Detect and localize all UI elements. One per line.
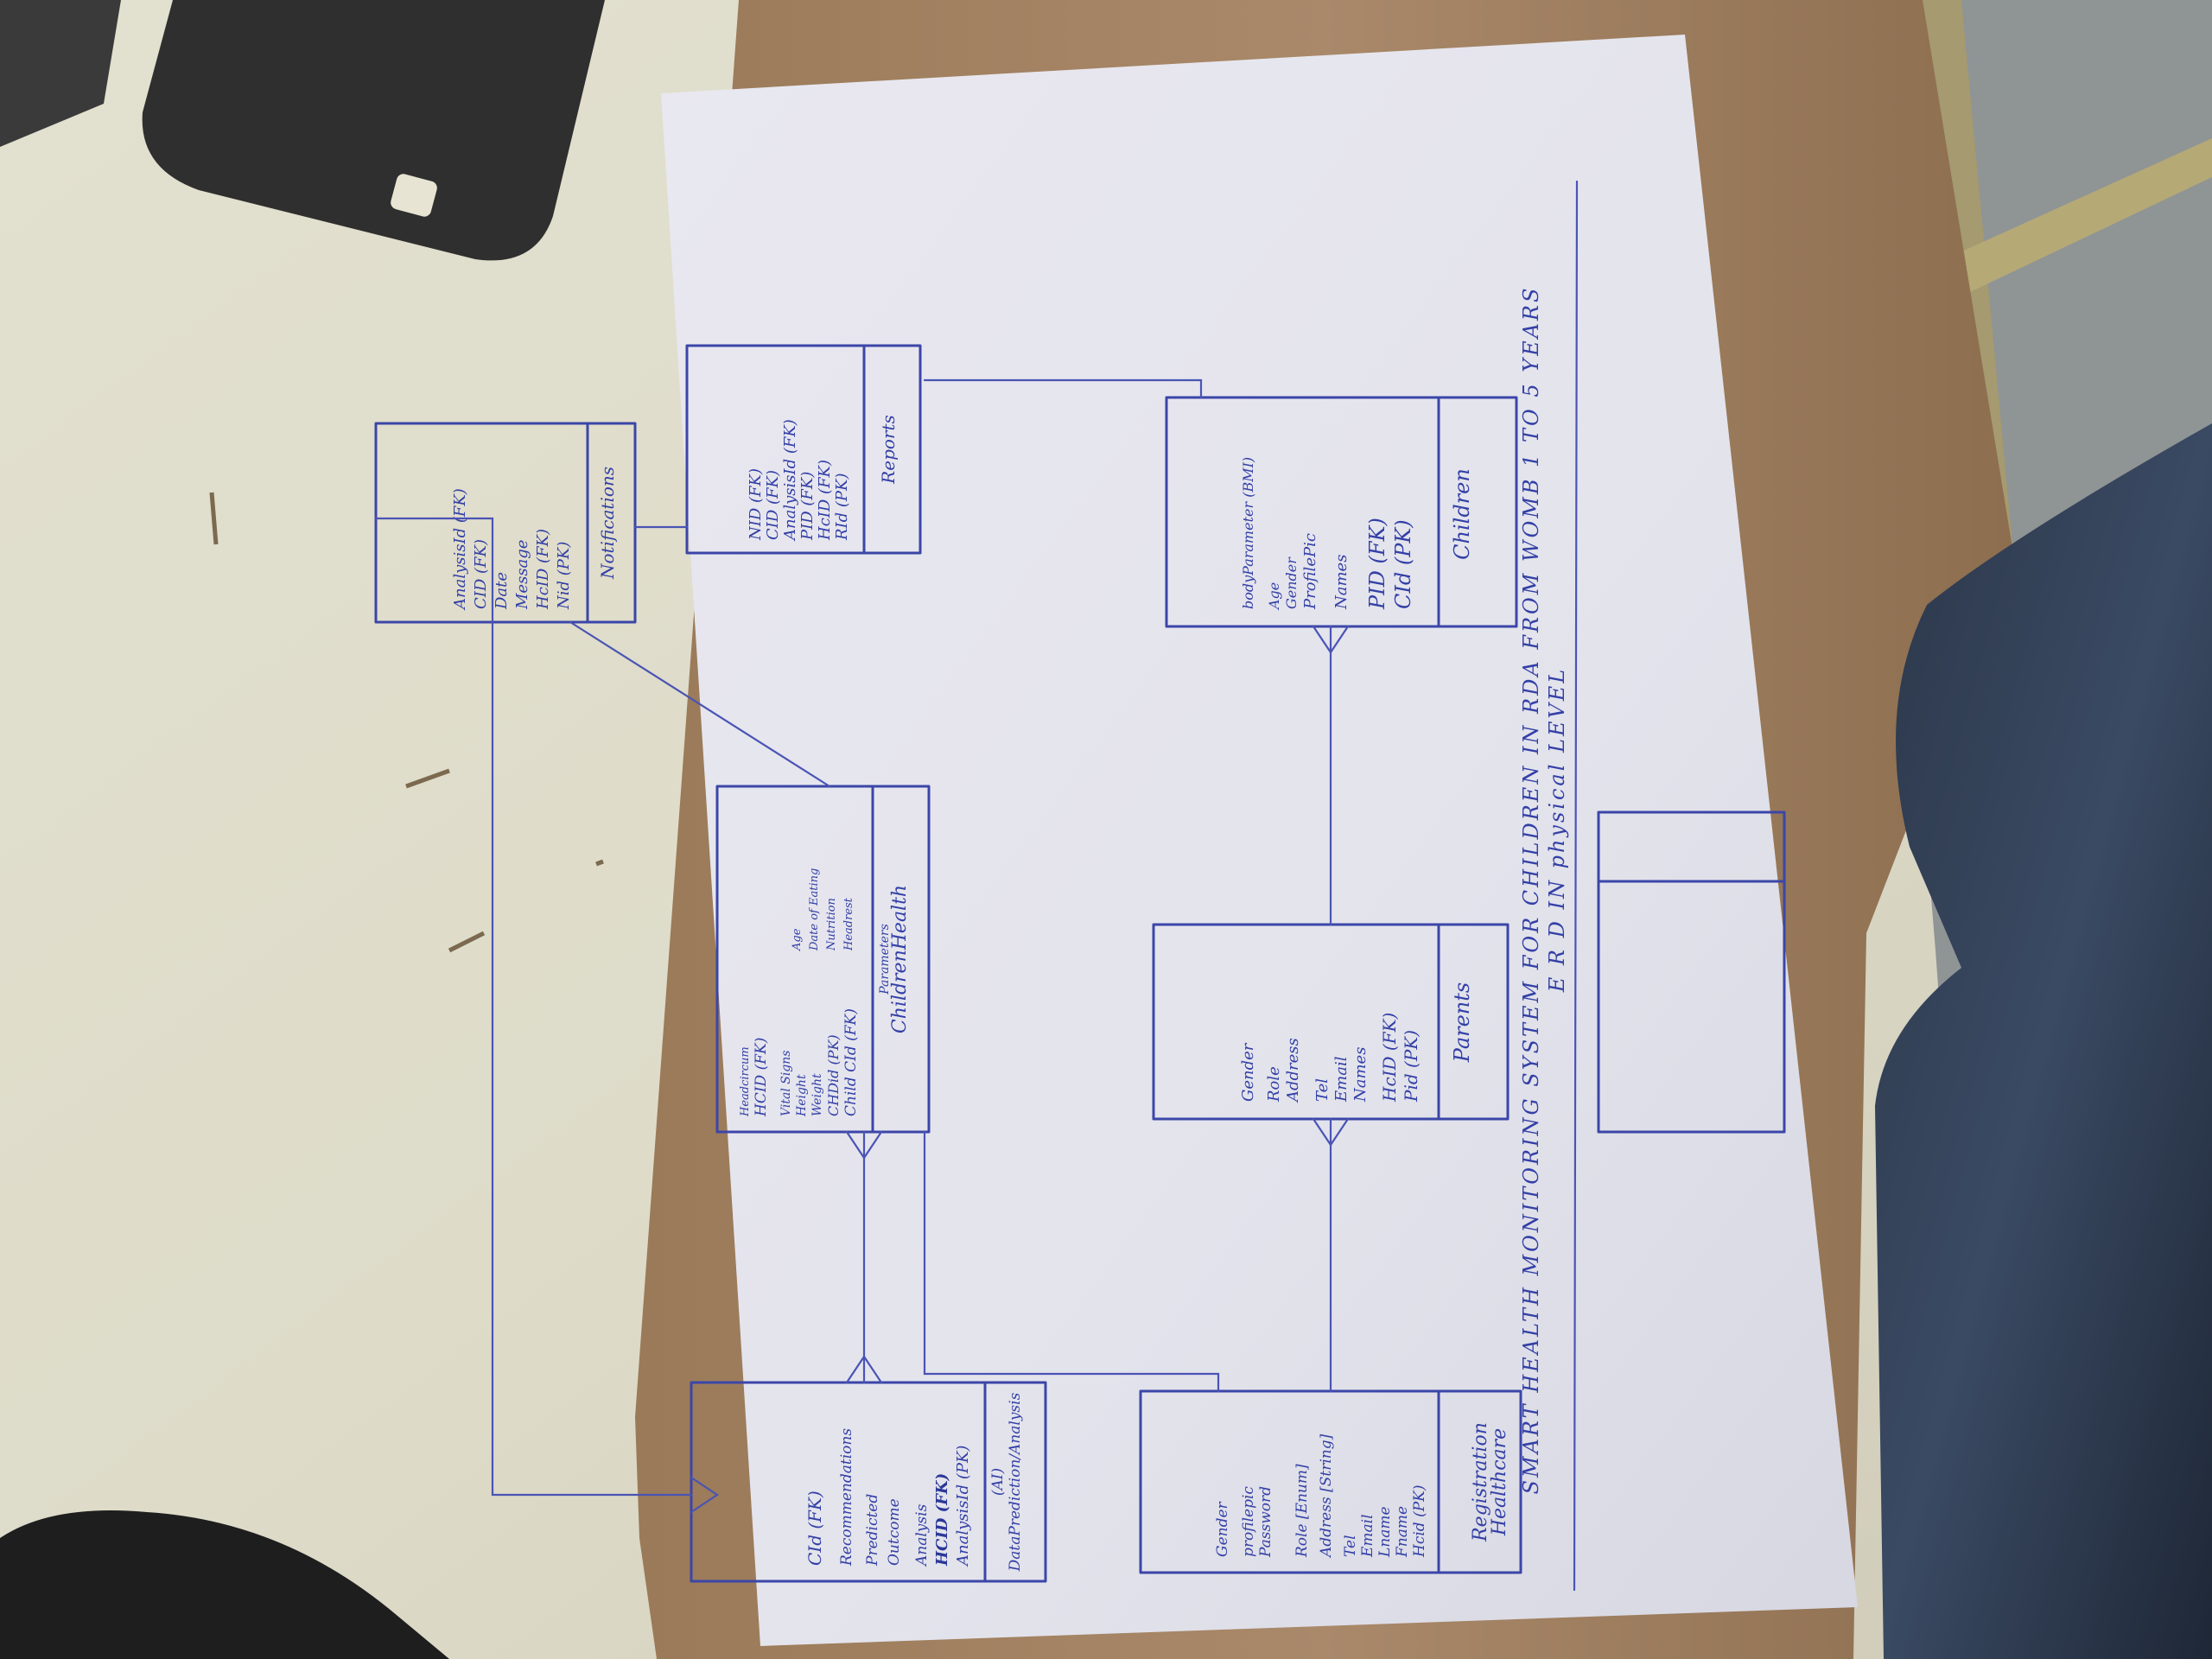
crowfoot-bottom (690, 1476, 719, 1514)
attribute: HcID (FK) (534, 529, 552, 610)
attribute: Names (1332, 555, 1351, 610)
entity-reports: Reports RId (PK) HcID (FK) PID (FK) Anal… (685, 344, 922, 555)
attribute: Email (1359, 1514, 1376, 1558)
line-children-reports (923, 378, 1203, 399)
entity-title: Healthcare (1489, 1428, 1510, 1536)
black-phone (142, 0, 606, 261)
attribute: Gender (1283, 556, 1300, 609)
attribute: Role (1265, 1066, 1283, 1103)
attribute: RId (PK) (833, 473, 851, 541)
attribute: Gender (1239, 1042, 1257, 1102)
attribute: Recommendations (838, 1428, 855, 1567)
attribute: Predicted (864, 1494, 881, 1567)
entity-data-prediction-analysis: DataPrediction/Analysis (AI) AnalysisId … (690, 1381, 1047, 1583)
attribute: CId (PK) (1391, 519, 1415, 609)
phone-tag (391, 174, 437, 217)
attribute: Weight (810, 1073, 824, 1116)
entity-children-health-parameters-main: ChildrenHealth Parameters Child CId (FK)… (715, 785, 931, 1134)
entity-title: ChildrenHealth (889, 885, 911, 1033)
attribute: Message (513, 540, 531, 610)
attribute: HcID (FK) (1379, 1013, 1400, 1103)
entity-title-cont: Registration (1470, 1422, 1491, 1542)
line-healthcare-health (923, 1130, 1220, 1393)
attribute: HCID (FK) (753, 1038, 770, 1117)
diagram-subtitle: E R D IN physical LEVEL (1545, 667, 1569, 994)
attribute: profilepic (1240, 1486, 1257, 1557)
black-bag (0, 1510, 449, 1659)
attribute: CID (FK) (472, 539, 490, 609)
attribute: Tel (1342, 1535, 1359, 1557)
entity-children-health-parameters (1597, 810, 1786, 1134)
attribute: Address [String] (1318, 1433, 1335, 1559)
attribute: Lname (1376, 1506, 1394, 1558)
entity-title: Children (1450, 468, 1474, 560)
attribute: Headcircum (739, 1046, 752, 1117)
attribute: Gender (1214, 1501, 1231, 1557)
attribute: Height (795, 1074, 809, 1117)
attribute: Names (1351, 1047, 1370, 1103)
paper-sheet (661, 35, 1858, 1646)
attribute: Email (1332, 1056, 1351, 1103)
attribute: bodyParameter (BMI) (1240, 457, 1256, 609)
attribute: AnalysisId (PK) (954, 1446, 972, 1567)
title-underline (1573, 180, 1579, 1592)
crowfoot-parents (1312, 1117, 1350, 1147)
attribute: PID (FK) (798, 472, 817, 541)
erd-rows: DataPrediction/Analysis (AI) AnalysisId … (374, 344, 1350, 1583)
attribute: AnalysisId (FK) (451, 488, 469, 611)
entity-title: Reports (878, 415, 899, 485)
entity-title: DataPrediction/Analysis (1007, 1392, 1024, 1572)
entity-title: Notifications (597, 467, 618, 580)
attribute: CHDid (PK) (825, 1034, 842, 1116)
attribute: Nutrition (825, 898, 838, 951)
attribute: AnalysisId (FK) (781, 419, 799, 542)
entity-title-cont: (AI) (989, 1468, 1007, 1496)
attribute: Headrest (842, 897, 855, 951)
attribute: Vital Signs (779, 1051, 793, 1116)
attribute: Tel (1313, 1078, 1332, 1102)
attribute: ProfilePic (1301, 533, 1319, 610)
attribute: Analysis (913, 1503, 931, 1567)
attribute: Role [Enum] (1294, 1464, 1311, 1558)
attribute: Password (1257, 1486, 1274, 1558)
entity-children: Children CId (PK) PID (FK) Names Profile… (1165, 396, 1518, 628)
attribute: Age (1266, 582, 1282, 611)
attribute: Pid (PK) (1401, 1030, 1421, 1103)
attribute: CId (FK) (804, 1491, 825, 1566)
attribute: Hcid (PK) (1411, 1485, 1428, 1558)
attribute: Child CId (FK) (842, 1008, 860, 1116)
entity-title-cont: Parameters (878, 924, 892, 995)
attribute: Address (1284, 1038, 1302, 1103)
table-stains (209, 492, 604, 953)
line-health-notifications (569, 620, 831, 788)
crowfoot-health (845, 1130, 883, 1160)
attribute: PID (FK) (1365, 518, 1389, 610)
line-analysis-bottom (374, 517, 693, 1497)
attribute: Outcome (886, 1498, 903, 1566)
jeans-leg (1875, 423, 2212, 1659)
crowfoot-children (1312, 625, 1350, 654)
attribute: Nid (PK) (555, 542, 573, 610)
phone-edge (0, 0, 121, 147)
attribute: Fname (1394, 1506, 1411, 1558)
attribute: Date of Eating (808, 868, 821, 951)
diagram-title: SMART HEALTH MONITORING SYSTEM FOR CHILD… (1519, 286, 1543, 1495)
attribute: HCID (FK) (933, 1473, 951, 1567)
attribute: HcID (FK) (816, 460, 834, 541)
attribute: NID (FK) (747, 468, 765, 541)
relationship-lines (374, 378, 1350, 1514)
attribute: Date (493, 572, 511, 610)
attribute: Age (791, 928, 804, 951)
attribute: CID (FK) (764, 470, 782, 540)
entity-title: Parents (1450, 982, 1474, 1063)
crowfoot-analysis (845, 1355, 883, 1384)
